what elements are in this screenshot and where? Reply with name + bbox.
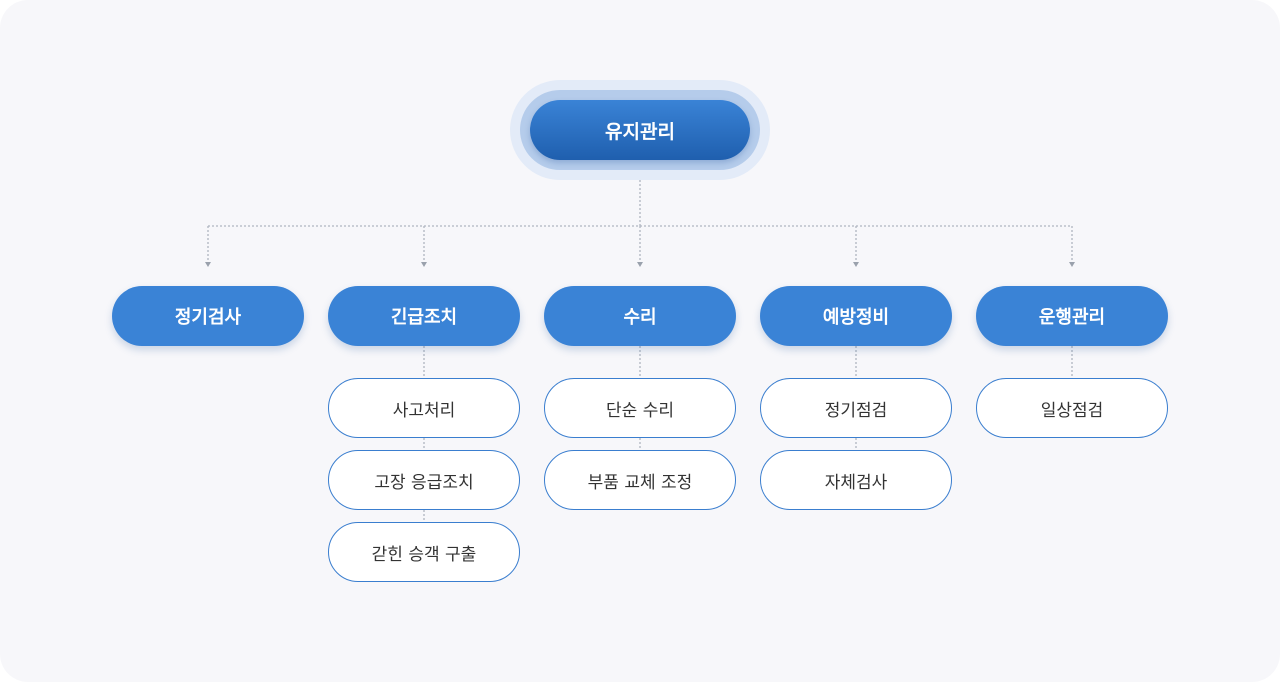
arrowhead-4 — [853, 262, 859, 267]
sub-node-part-replacement: 부품 교체 조정 — [544, 450, 736, 510]
sub-node-accident-handling: 사고처리 — [328, 378, 520, 438]
category-label: 긴급조치 — [390, 307, 458, 328]
sub-node-self-inspection: 자체검사 — [760, 450, 952, 510]
sub-node-label: 단순 수리 — [606, 400, 674, 421]
sub-node-label: 사고처리 — [392, 400, 456, 421]
root-node-label: 유지관리 — [605, 120, 675, 143]
root-node: 유지관리 — [530, 100, 750, 160]
arrowhead-5 — [1069, 262, 1075, 267]
sub-node-label: 정기점검 — [824, 400, 888, 421]
arrowhead-3 — [637, 262, 643, 267]
sub-node-fault-emergency: 고장 응급조치 — [328, 450, 520, 510]
sub-node-label: 부품 교체 조정 — [587, 472, 693, 493]
category-node-preventive-maintenance: 예방정비 — [760, 286, 952, 346]
sub-node-simple-repair: 단순 수리 — [544, 378, 736, 438]
category-label: 정기검사 — [174, 307, 242, 328]
category-node-operation-management: 운행관리 — [976, 286, 1168, 346]
category-node-emergency-action: 긴급조치 — [328, 286, 520, 346]
arrowhead-2 — [421, 262, 427, 267]
category-label: 예방정비 — [822, 307, 890, 328]
sub-node-label: 갇힌 승객 구출 — [371, 544, 477, 565]
arrowhead-1 — [205, 262, 211, 267]
sub-node-trapped-rescue: 갇힌 승객 구출 — [328, 522, 520, 582]
sub-node-label: 일상점검 — [1040, 400, 1104, 421]
sub-node-label: 자체검사 — [824, 472, 888, 493]
category-node-regular-inspection: 정기검사 — [112, 286, 304, 346]
sub-node-daily-check: 일상점검 — [976, 378, 1168, 438]
category-node-repair: 수리 — [544, 286, 736, 346]
sub-node-periodic-check: 정기점검 — [760, 378, 952, 438]
category-label: 운행관리 — [1038, 307, 1106, 328]
sub-node-label: 고장 응급조치 — [374, 472, 474, 493]
category-label: 수리 — [623, 307, 657, 328]
